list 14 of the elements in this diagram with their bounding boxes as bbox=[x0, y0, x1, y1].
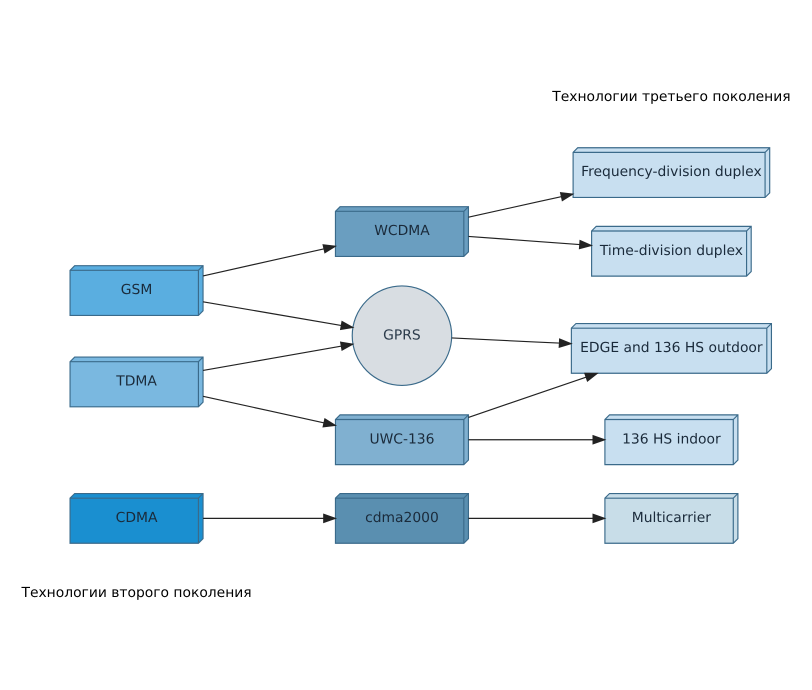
label: Технологии второго поколения bbox=[21, 584, 252, 601]
arrow bbox=[468, 434, 606, 444]
arrow bbox=[468, 372, 599, 418]
arrow bbox=[202, 340, 354, 370]
arrow bbox=[468, 192, 574, 218]
arrow bbox=[468, 513, 606, 523]
arrow bbox=[202, 395, 338, 427]
label: Технологии третьего поколения bbox=[552, 88, 791, 105]
arrow bbox=[452, 336, 573, 348]
node-circle: GPRS bbox=[352, 284, 452, 386]
arrow bbox=[203, 513, 338, 523]
arrow bbox=[468, 235, 594, 249]
arrow bbox=[202, 244, 338, 276]
arrow bbox=[202, 300, 354, 330]
